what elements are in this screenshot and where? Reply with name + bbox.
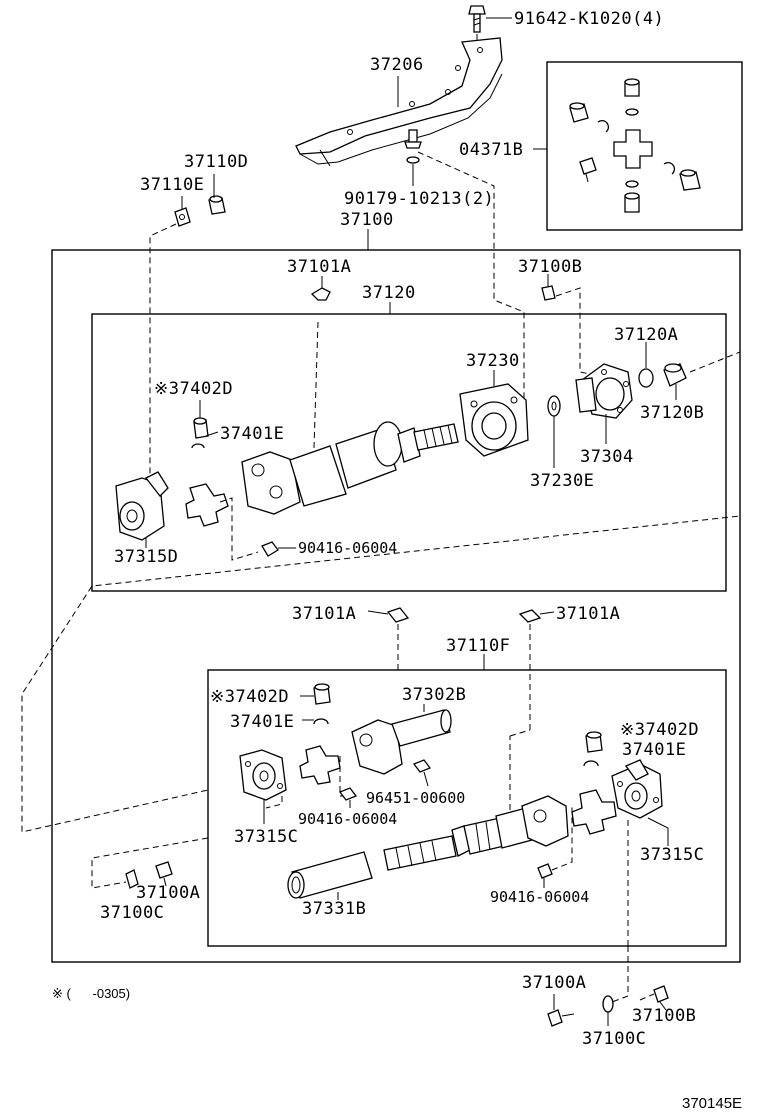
subassembly-frame-37120 <box>91 313 727 592</box>
part-label-37120B: 37120B <box>640 403 704 423</box>
yoke-37315C-left-drawing <box>239 749 287 824</box>
grease-fitting-90416-top-drawing <box>261 541 296 557</box>
part-label-90416-mid: 90416-06004 <box>298 810 397 828</box>
yoke-37315D-drawing <box>115 471 259 561</box>
part-label-90416-lower: 90416-06004 <box>490 888 589 906</box>
washer-37230E-drawing <box>547 395 561 468</box>
boot-37402D-lower-left-drawing <box>300 683 331 725</box>
yoke-37315C-right-drawing <box>611 759 669 946</box>
slip-shaft-drawing <box>383 652 569 871</box>
boot-37402D-top-drawing <box>191 400 219 449</box>
universal-joint-kit-drawing <box>533 78 701 213</box>
part-label-37101A-mid-left: 37101A <box>292 604 356 624</box>
footnote-applicability: ※ ( -0305) <box>52 986 130 1001</box>
clip-37101A-top-drawing <box>310 276 331 449</box>
part-label-37304: 37304 <box>580 447 634 467</box>
part-label-37100B-top: 37100B <box>518 257 582 277</box>
nut-37120-drawing <box>21 342 741 833</box>
part-label-90179: 90179-10213(2) <box>344 189 494 209</box>
part-label-37402D-lower-right: ※37402D <box>620 720 699 740</box>
part-label-37401E-lower-left: 37401E <box>230 712 294 732</box>
part-label-37401E-top: 37401E <box>220 424 284 444</box>
part-label-37110E: 37110E <box>140 175 204 195</box>
part-label-37100A-left: 37100A <box>136 883 200 903</box>
part-label-90416-top: 90416-06004 <box>298 539 397 557</box>
part-label-37315C-right: 37315C <box>640 845 704 865</box>
bolt-90179-drawing <box>404 129 525 420</box>
part-label-37402D-top: ※37402D <box>154 379 233 399</box>
bolt-91642-drawing <box>468 5 512 48</box>
part-label-37100C-bottom: 37100C <box>582 1029 646 1049</box>
part-label-37101A-mid-right: 37101A <box>556 604 620 624</box>
part-label-37120A: 37120A <box>614 325 678 345</box>
slip-yoke-37302B-drawing <box>351 704 452 787</box>
figure-code: 370145E <box>682 1095 742 1112</box>
propeller-shaft-top-drawing <box>241 421 459 515</box>
crossmember-37206-drawing <box>295 37 503 167</box>
part-label-37100B-bottom: 37100B <box>632 1006 696 1026</box>
bolt-37100-bottom-drawing <box>547 946 669 1027</box>
center-bearing-37230-drawing <box>459 370 529 457</box>
part-label-37331B: 37331B <box>302 899 366 919</box>
part-label-37315D: 37315D <box>114 547 178 567</box>
part-label-37100A-bottom: 37100A <box>522 973 586 993</box>
part-label-37110F: 37110F <box>446 636 510 656</box>
part-label-37302B: 37302B <box>402 685 466 705</box>
part-label-37101A-top: 37101A <box>287 257 351 277</box>
part-label-37100C-left: 37100C <box>100 903 164 923</box>
part-label-96451: 96451-00600 <box>366 789 465 807</box>
part-label-37230E: 37230E <box>530 471 594 491</box>
part-label-37120: 37120 <box>362 283 416 303</box>
nut-37110-drawing <box>149 174 226 480</box>
flange-37304-drawing <box>575 363 633 444</box>
part-label-37206: 37206 <box>370 55 424 75</box>
grease-fitting-90416-lower-drawing <box>537 806 573 888</box>
slip-cover-37331B-drawing <box>287 851 373 900</box>
part-label-91642: 91642-K1020(4) <box>514 9 664 29</box>
nut-37100B-top-drawing <box>541 274 601 377</box>
spider-lower-right-drawing <box>571 731 617 835</box>
clip-37101A-mid-drawing <box>367 607 555 670</box>
subassembly-frame-37110F <box>207 669 727 947</box>
part-label-04371B: 04371B <box>459 140 523 160</box>
part-label-37401E-lower-right: 37401E <box>622 740 686 760</box>
universal-joint-kit-frame <box>546 61 743 231</box>
part-label-37110D: 37110D <box>184 152 248 172</box>
part-label-37100: 37100 <box>340 210 394 230</box>
part-label-37402D-lower-left: ※37402D <box>210 687 289 707</box>
assembly-frame-37100 <box>51 249 741 963</box>
spider-lower-left-drawing <box>299 745 360 808</box>
part-label-37315C-left: 37315C <box>234 827 298 847</box>
bolt-37100-lower-left-drawing <box>91 837 209 889</box>
part-label-37230: 37230 <box>466 351 520 371</box>
